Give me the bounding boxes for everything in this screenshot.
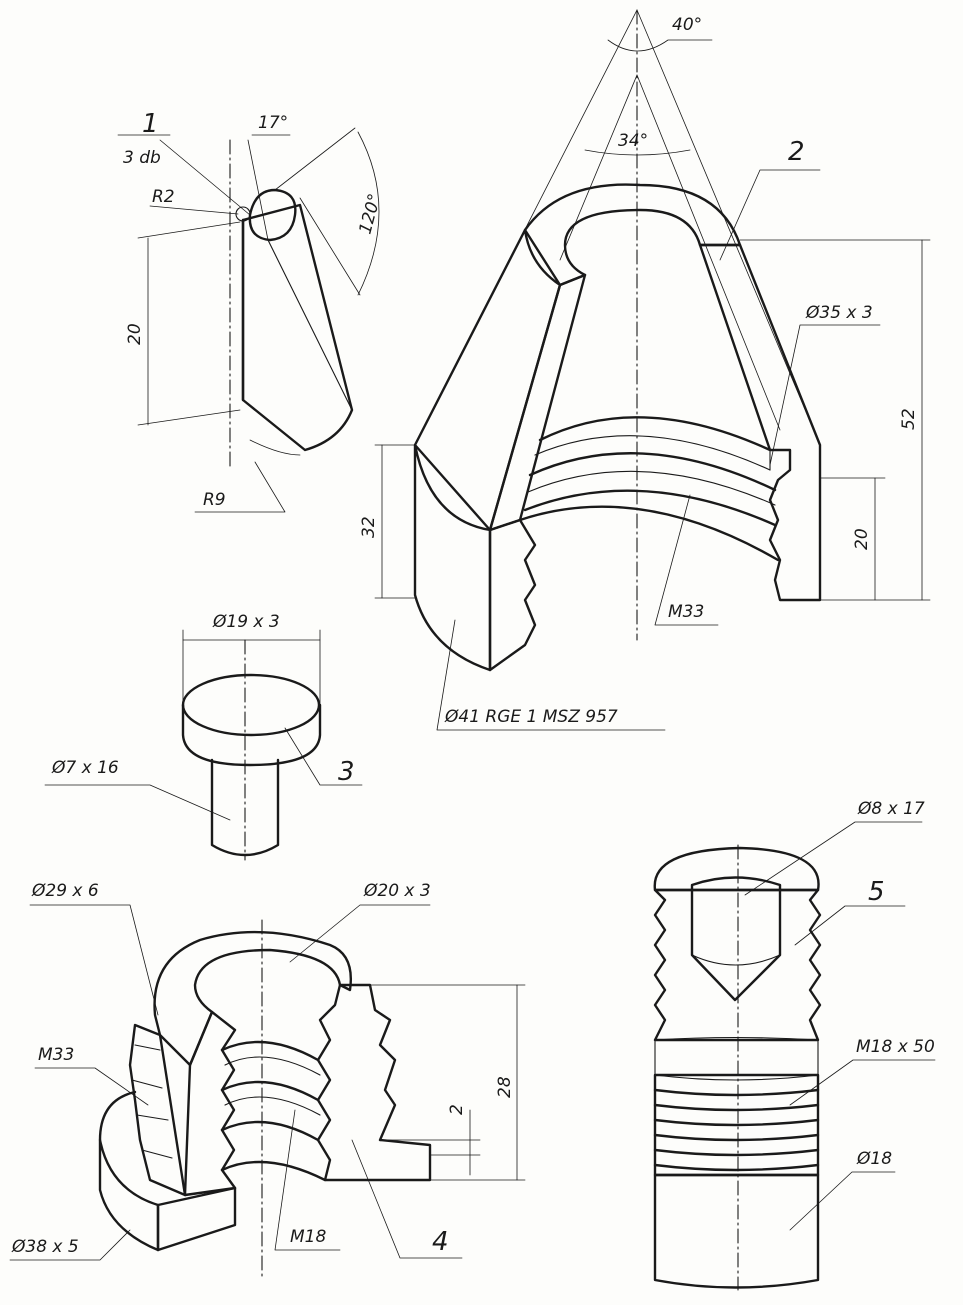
part-5-threaded-rod [653,821,936,1291]
part-5-number: 5 [868,877,885,907]
part-2-groove: Ø35 x 3 [805,303,873,323]
part-4-bore: Ø20 x 3 [363,881,431,901]
part-1-angle-top: 17° [258,113,288,133]
part-1-height: 20 [125,323,145,345]
part-2-height-knurl: 32 [359,516,379,538]
part-2-knurl: Ø41 RGE 1 MSZ 957 [444,707,618,727]
part-1-number: 1 [142,109,159,139]
part-4-thread-out: M33 [38,1045,74,1065]
part-4-threaded-bushing [9,904,526,1281]
part-1-qty: 3 db [123,148,161,168]
part-4-flange: Ø29 x 6 [31,881,99,901]
part-3-pin: Ø7 x 16 [51,758,119,778]
part-4-base: Ø38 x 5 [11,1237,79,1257]
part-2-angle-outer: 40° [672,15,702,35]
part-5-hole: Ø8 x 17 [857,799,925,819]
part-1-conical-pin [117,127,380,513]
part-2-angle-inner: 34° [618,131,648,151]
part-4-gap: 2 [447,1104,467,1115]
part-2-height-thread: 20 [852,528,872,550]
part-3-head: Ø19 x 3 [212,612,280,632]
part-1-radius-base: R9 [203,490,226,510]
part-3-number: 3 [338,757,355,787]
part-2-number: 2 [788,137,805,167]
part-4-height: 28 [495,1076,515,1098]
part-1-angle-arc: 120° [356,192,386,237]
part-2-nozzle-section [374,9,931,731]
part-2-height-total: 52 [899,408,919,430]
part-4-number: 4 [432,1227,449,1257]
part-5-thread: M18 x 50 [856,1037,935,1057]
part-2-thread: M33 [668,602,704,622]
part-5-shank: Ø18 [856,1149,892,1169]
part-3-headed-pin [44,629,363,861]
part-1-radius-tip: R2 [152,187,175,207]
part-4-thread-in: M18 [290,1227,326,1247]
